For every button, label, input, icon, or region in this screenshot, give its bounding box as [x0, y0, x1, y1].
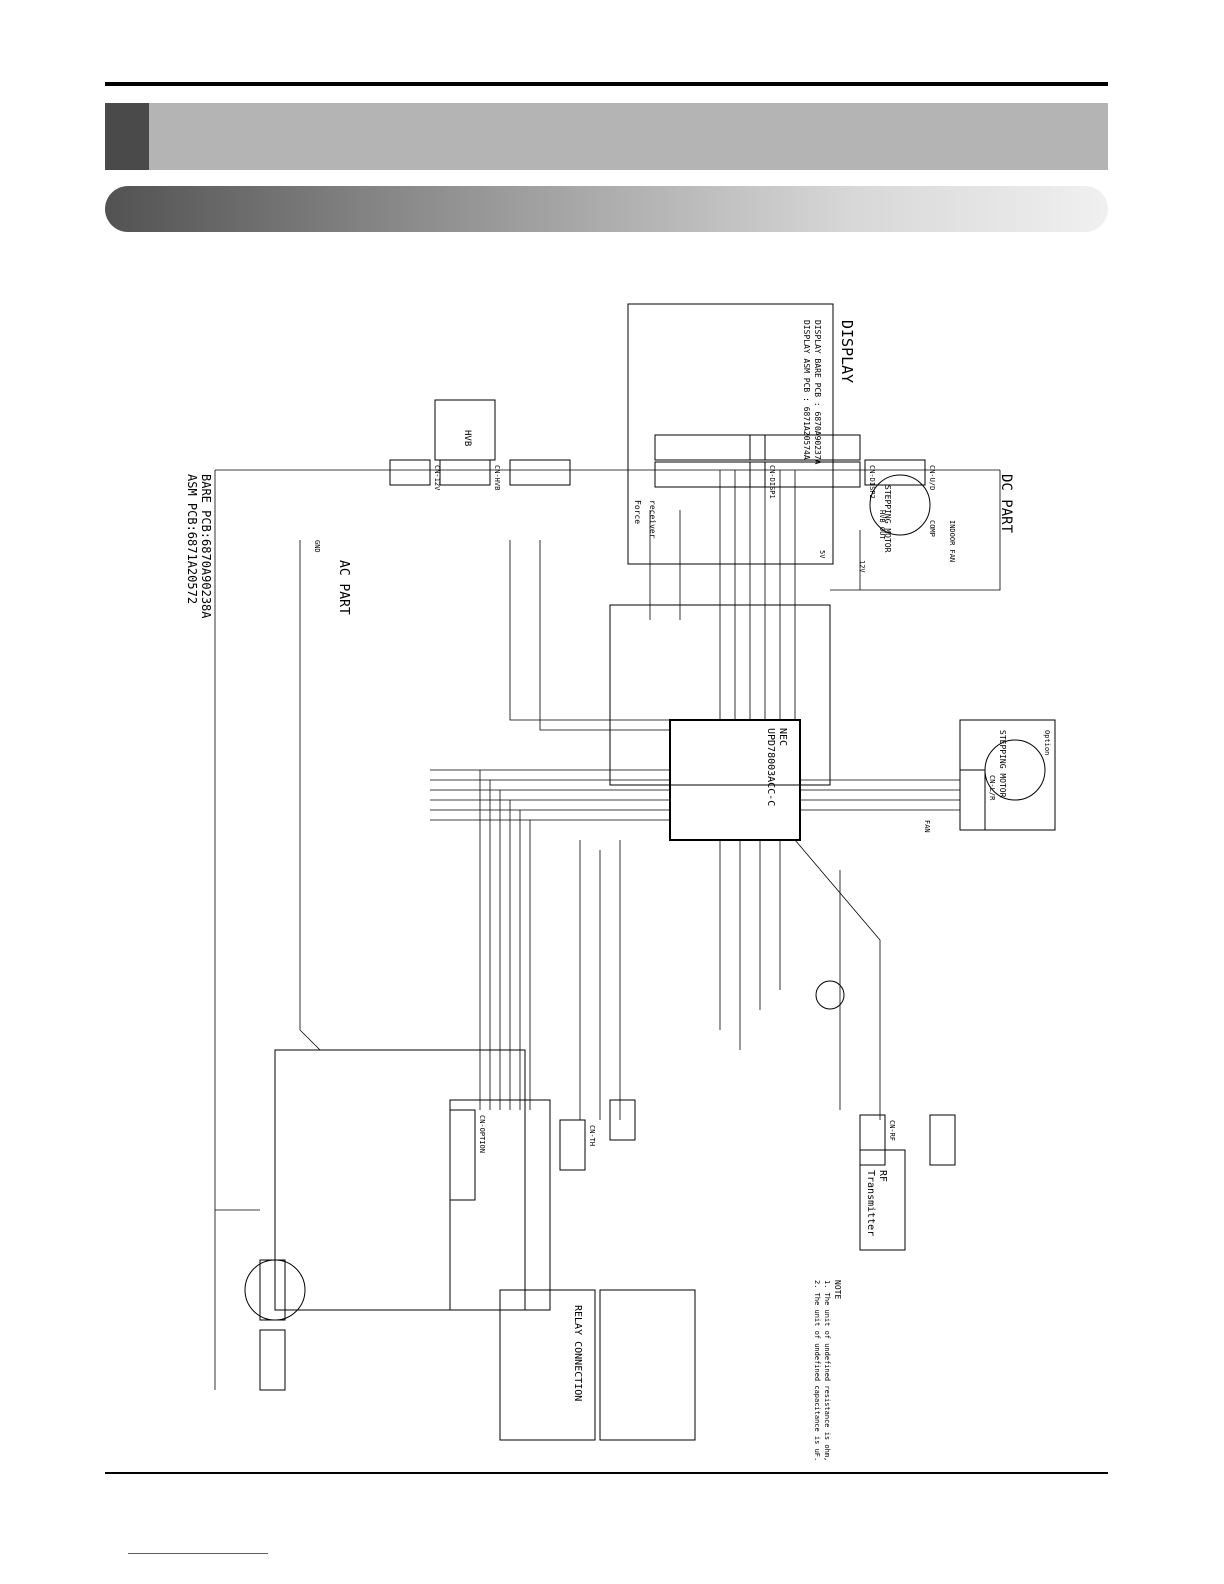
ac-part-label: AC PART	[336, 560, 351, 615]
receiver-label: receiver	[648, 500, 657, 539]
mcu-label-1: NEC	[777, 728, 788, 746]
stepping-motor-label-2: STEPPING MOTOR	[998, 730, 1007, 798]
v5-label: 5V	[818, 550, 826, 559]
fan-label: FAN	[923, 820, 931, 833]
hvb-label: HVB	[462, 430, 472, 446]
v12-label: 12V	[858, 560, 866, 573]
rf-label-2: Transmitter	[865, 1170, 876, 1236]
comp-label: COMP	[928, 520, 936, 537]
title-bar	[105, 103, 1108, 170]
rf-label-1: RF	[877, 1170, 888, 1182]
title-tab	[105, 103, 149, 170]
cn-option-label: CN-OPTION	[478, 1115, 486, 1153]
note-title: NOTE	[833, 1280, 842, 1299]
indoor-fan-label: INDOOR FAN	[948, 520, 956, 562]
cn-l-r-label: CN-L/R	[988, 775, 996, 801]
relay-connection-label: RELAY CONNECTION	[572, 1305, 583, 1401]
cn-disp2-label: CN-DISP2	[868, 465, 876, 499]
display-title: DISPLAY	[838, 320, 856, 383]
cn-th-label: CN-TH	[588, 1125, 596, 1146]
note-2: 2. The unit of undefined capacitance is …	[813, 1280, 821, 1460]
gnd-label: GND	[313, 540, 321, 553]
force-label: Force	[633, 500, 642, 524]
top-rule	[105, 82, 1108, 86]
display-pcb-line-1: DISPLAY BARE PCB : 6870A90237A	[813, 320, 822, 465]
dc-part-label: DC PART	[998, 474, 1014, 534]
asm-pcb-label: ASM PCB:6871A20572	[185, 474, 199, 604]
section-header-bar	[105, 186, 1108, 232]
cn-u-d-label: CN-U/D	[928, 465, 936, 490]
rf-transmitter-box	[859, 1149, 906, 1251]
cn-disp1-label: CN-DISP1	[768, 465, 776, 499]
note-1: 1. The unit of undefined resistance is o…	[823, 1280, 831, 1460]
wiring-schematic: DISPLAY DISPLAY BARE PCB : 6870A90237A D…	[185, 303, 1056, 1460]
stepping-motor-label: STEPPING MOTOR	[883, 485, 892, 553]
cn-hvb-label: CN-HVB	[493, 465, 501, 490]
footer-link-underline[interactable]	[128, 1553, 268, 1554]
cn-rf-label: CN-RF	[888, 1120, 896, 1141]
bare-pcb-label: BARE PCB:6870A90238A	[199, 474, 213, 619]
hvb-out-label: HVB OUT	[878, 510, 886, 540]
option-label: Option	[1043, 730, 1051, 755]
bottom-rule	[105, 1472, 1108, 1474]
cn-12v-label: CN-12V	[433, 465, 441, 491]
mcu-label-2: UPD78003ACC-C	[765, 728, 776, 806]
display-pcb-line-2: DISPLAY ASM PCB : 6871A20574A	[802, 320, 811, 460]
